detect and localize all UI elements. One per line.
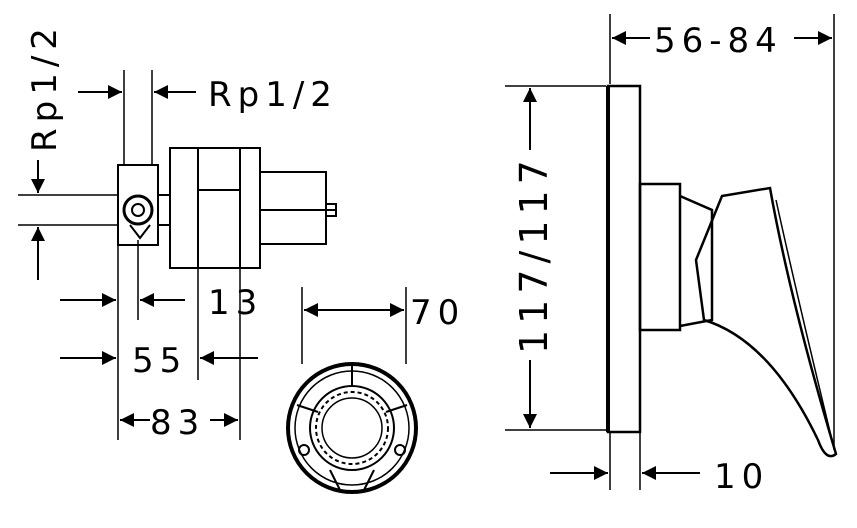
valve-top-slot xyxy=(198,148,240,190)
valve-main-body xyxy=(170,148,260,268)
label-70: 70 xyxy=(410,293,465,333)
label-55: 55 xyxy=(132,341,187,381)
mount-hole-left xyxy=(299,445,309,455)
label-rp-horizontal: Rp1/2 xyxy=(208,75,338,115)
label-56-84: 56-84 xyxy=(654,21,783,61)
label-83: 83 xyxy=(150,403,205,443)
label-10: 10 xyxy=(714,457,769,497)
valve-port-circle xyxy=(124,196,152,224)
valve-cartridge xyxy=(260,172,326,244)
valve-port-bracket xyxy=(130,225,150,238)
lever-handle xyxy=(696,188,836,456)
front-view xyxy=(288,287,416,492)
wall-plate xyxy=(608,86,640,432)
mount-hole-right xyxy=(395,445,405,455)
label-rp-vertical: Rp1/2 xyxy=(25,22,65,152)
label-117: 117/117 xyxy=(512,154,556,354)
valve-port-inner xyxy=(132,204,144,216)
front-inner-ring xyxy=(322,398,382,458)
label-13: 13 xyxy=(208,283,263,323)
collar xyxy=(640,184,680,330)
side-view xyxy=(18,70,336,440)
